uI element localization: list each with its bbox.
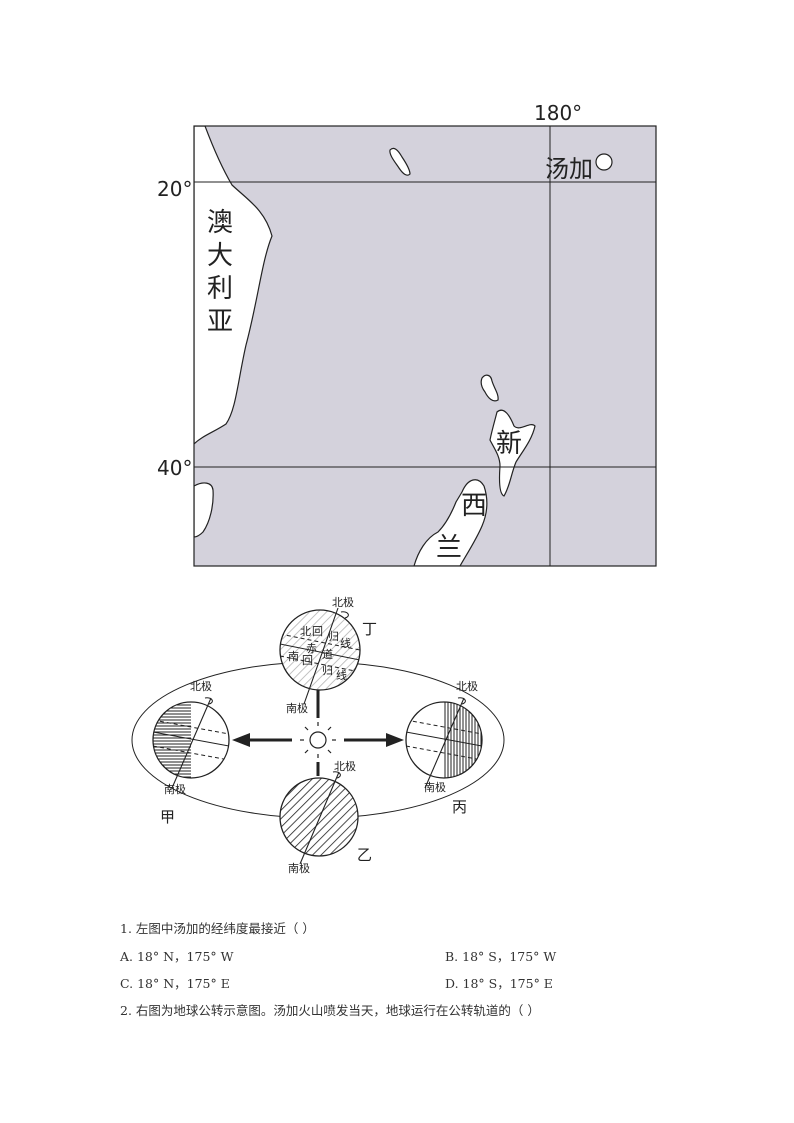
globe-bottom bbox=[279, 771, 359, 865]
q1-option-d[interactable]: D. 18° S，175° E bbox=[445, 976, 553, 991]
nz-north-tip bbox=[480, 374, 499, 402]
q1-option-c[interactable]: C. 18° N，175° E bbox=[120, 976, 230, 991]
top-north-pole: 北极 bbox=[332, 595, 354, 609]
top-globe-chi: 赤 bbox=[306, 642, 317, 655]
australia-label-3: 利 bbox=[207, 274, 233, 304]
nz-south-island bbox=[413, 479, 488, 566]
top-globe-hui1: 回 bbox=[312, 625, 323, 638]
tonga-label: 汤加 bbox=[545, 155, 593, 183]
lat-40-label: 40° bbox=[157, 456, 192, 480]
globe-left bbox=[152, 697, 230, 789]
tonga-island bbox=[595, 153, 613, 171]
bottom-north-pole: 北极 bbox=[334, 759, 356, 773]
top-south-pole: 南极 bbox=[286, 701, 308, 715]
nz-north-island bbox=[489, 409, 536, 497]
new-caledonia-island bbox=[389, 147, 411, 176]
rotation-icon bbox=[457, 697, 466, 705]
australia-label-1: 澳 bbox=[207, 208, 233, 238]
nz-label-1: 新 bbox=[496, 429, 522, 459]
australia-label-2: 大 bbox=[207, 241, 233, 271]
top-globe-gui2: 归 bbox=[322, 663, 333, 677]
top-globe-north: 北 bbox=[300, 625, 311, 638]
australia-label-4: 亚 bbox=[207, 307, 233, 337]
q1-option-b[interactable]: B. 18° S，175° W bbox=[445, 949, 557, 964]
rotation-icon bbox=[204, 697, 213, 705]
right-south-pole: 南极 bbox=[424, 780, 446, 794]
globe-top: 北 回 归 线 赤 道 南 回 归 线 bbox=[279, 607, 361, 705]
question-1: 1. 左图中汤加的经纬度最接近（ ） bbox=[120, 921, 315, 936]
sun-icon bbox=[300, 722, 336, 758]
globe-right bbox=[405, 697, 483, 789]
q1-option-a[interactable]: A. 18° N，175° W bbox=[120, 949, 234, 964]
arrow-to-left bbox=[232, 733, 292, 747]
left-south-pole: 南极 bbox=[164, 782, 186, 796]
pos-bottom-label: 乙 bbox=[357, 846, 372, 864]
top-globe-xian2: 线 bbox=[336, 668, 347, 682]
left-north-pole: 北极 bbox=[190, 679, 212, 693]
lon-180-label: 180° bbox=[534, 101, 582, 125]
nz-label-2: 西 bbox=[461, 491, 487, 521]
top-globe-hui2: 回 bbox=[302, 654, 313, 667]
pos-top-label: 丁 bbox=[362, 620, 377, 638]
lat-20-label: 20° bbox=[157, 177, 192, 201]
top-globe-gui1: 归 bbox=[328, 629, 339, 643]
region-map: 180° 20° 40° 澳 大 利 亚 汤加 新 西 兰 bbox=[157, 101, 657, 567]
top-globe-xian1: 线 bbox=[340, 636, 351, 650]
australia-landmass bbox=[194, 126, 273, 445]
right-north-pole: 北极 bbox=[456, 679, 478, 693]
top-globe-nan: 南 bbox=[288, 650, 299, 663]
map-frame bbox=[193, 125, 657, 567]
question-2: 2. 右图为地球公转示意图。汤加火山喷发当天，地球运行在公转轨道的（ ） bbox=[120, 1003, 540, 1018]
bottom-south-pole: 南极 bbox=[288, 861, 310, 875]
tasmania-landmass bbox=[194, 482, 214, 538]
pos-right-label: 丙 bbox=[452, 798, 467, 816]
rotation-icon bbox=[332, 771, 341, 779]
top-globe-dao: 道 bbox=[322, 647, 333, 661]
rotation-icon bbox=[340, 611, 349, 619]
orbit-diagram: 北 回 归 线 赤 道 南 回 归 线 北极 南极 丁 北极 南极 甲 bbox=[131, 595, 505, 875]
ocean bbox=[194, 126, 656, 566]
arrow-to-right bbox=[344, 733, 404, 747]
nz-label-3: 兰 bbox=[436, 533, 462, 563]
pos-left-label: 甲 bbox=[160, 808, 175, 826]
